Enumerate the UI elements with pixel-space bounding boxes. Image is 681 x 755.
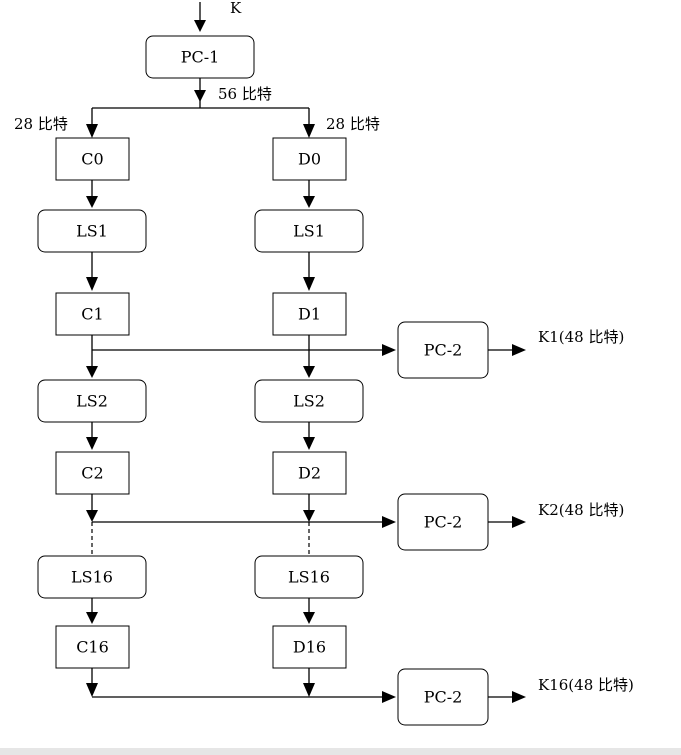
c16-label: C16 [76,638,109,657]
left-split-arrow [86,124,98,138]
ls2-right-out-arrow [303,437,315,450]
d1-box: D1 [272,292,347,336]
c16-box: C16 [55,625,130,669]
k1-out-arrow [512,344,526,356]
d2-box: D2 [272,451,347,495]
bottom-strip [0,748,681,755]
ls1-left-out-arrow [86,277,98,291]
input-key-label: K [230,0,242,17]
d2-label: D2 [298,464,321,483]
ls2-right-label: LS2 [293,392,325,411]
ls2-left-label: LS2 [76,392,108,411]
ls1-right-label: LS1 [293,222,325,241]
right-split-arrow [303,124,315,138]
d16-box: D16 [272,625,347,669]
k16-label: K16(48 比特) [538,676,634,694]
ls1-right-box: LS1 [254,209,364,253]
d16-label: D16 [293,638,326,657]
c16-out-arrow [86,683,98,697]
ls1-right-out-arrow [303,277,315,291]
d1-out-arrow [303,366,315,378]
ls16-right-out-arrow [303,612,315,624]
bits56-label: 56 比特 [218,85,272,103]
ls16-left-box: LS16 [37,555,147,599]
ls1-left-box: LS1 [37,209,147,253]
pc2-label-1: PC-2 [424,341,463,360]
ls2-left-out-arrow [86,437,98,450]
pc1-out-arrow [194,90,206,102]
d0-label: D0 [298,150,321,169]
ls16-right-label: LS16 [288,568,330,587]
ls2-left-box: LS2 [37,379,147,423]
ls2-right-box: LS2 [254,379,364,423]
d1-label: D1 [298,305,321,324]
c2-label: C2 [81,464,103,483]
ls16-left-out-arrow [86,612,98,624]
d0-out-arrow [303,196,315,208]
pc2-label-2: PC-2 [424,513,463,532]
d0-box: D0 [272,137,347,181]
merge-arrow-3 [382,691,396,703]
ls16-right-box: LS16 [254,555,364,599]
merge-arrow-2 [382,516,396,528]
pc1-box: PC-1 [145,35,255,79]
c1-box: C1 [55,292,130,336]
pc1-label: PC-1 [181,48,220,67]
bits28-right-label: 28 比特 [326,115,380,133]
ls16-left-label: LS16 [71,568,113,587]
c0-box: C0 [55,137,130,181]
k2-out-arrow [512,516,526,528]
merge-arrow-1 [382,344,396,356]
bits28-left-label: 28 比特 [14,115,68,133]
c2-box: C2 [55,451,130,495]
c1-label: C1 [81,305,103,324]
d16-out-arrow [303,683,315,697]
ls1-left-label: LS1 [76,222,108,241]
c2-out-arrow [86,510,98,522]
pc2-box-2: PC-2 [397,493,489,551]
k2-label: K2(48 比特) [538,501,624,519]
input-arrow [194,20,206,32]
c0-out-arrow [86,196,98,208]
pc2-box-3: PC-2 [397,668,489,726]
k1-label: K1(48 比特) [538,328,624,346]
c1-out-arrow [86,366,98,378]
k16-out-arrow [512,691,526,703]
d2-out-arrow [303,510,315,522]
pc2-label-3: PC-2 [424,688,463,707]
pc2-box-1: PC-2 [397,321,489,379]
c0-label: C0 [81,150,103,169]
